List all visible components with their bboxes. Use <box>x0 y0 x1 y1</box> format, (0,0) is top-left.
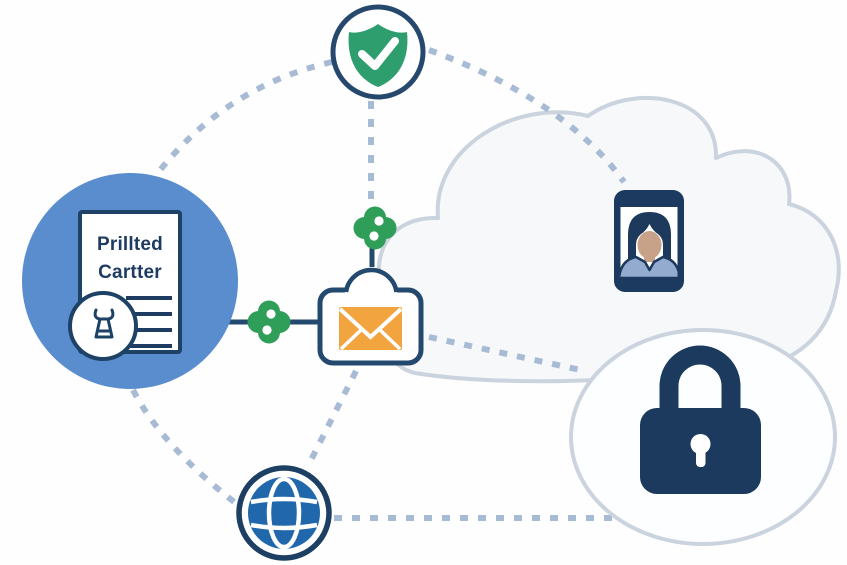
envelope-flap-lines <box>338 307 403 351</box>
globe-grid <box>250 476 318 550</box>
clover-connector-left <box>247 300 291 344</box>
document-title-line2: Cartter <box>98 262 162 283</box>
globe-disc <box>248 477 320 549</box>
dashed-orbit-arc-top-left <box>154 59 333 176</box>
avatar <box>620 212 678 278</box>
keyhole-circle <box>690 434 711 454</box>
avatar-hair <box>628 212 671 273</box>
clover-dot <box>266 309 276 319</box>
certificate-seal-icon <box>68 291 138 361</box>
dashed-link-envelope-globe <box>306 369 359 466</box>
dashed-orbit-arc-bottom-left <box>130 388 244 511</box>
dashed-links <box>130 47 640 521</box>
document-title-line1: Prillted <box>97 234 163 255</box>
phone-avatar-icon <box>614 190 684 292</box>
avatar-shoulders <box>620 255 678 278</box>
globe-icon <box>236 465 332 561</box>
seal-glyph <box>93 308 115 339</box>
padlock-icon <box>640 345 761 494</box>
printed-document-group: Prillted Cartter <box>22 173 238 389</box>
clover-connector-top <box>353 206 397 250</box>
dashed-link-shield-phone <box>427 47 627 184</box>
avatar-face <box>637 231 662 259</box>
padlock-shackle <box>659 345 741 414</box>
envelope-shackle <box>343 267 399 293</box>
checkmark-icon <box>358 37 399 70</box>
dashed-link-envelope-securecloud <box>428 334 586 374</box>
keyhole-stem <box>696 450 706 467</box>
clover-dot <box>374 216 384 226</box>
clover-dot <box>369 231 379 241</box>
envelope-icon <box>339 307 402 350</box>
avatar-neck <box>644 252 655 262</box>
clover-dot <box>262 325 272 335</box>
envelope-in-lock-icon <box>317 267 424 366</box>
shield-check-group <box>330 4 426 100</box>
